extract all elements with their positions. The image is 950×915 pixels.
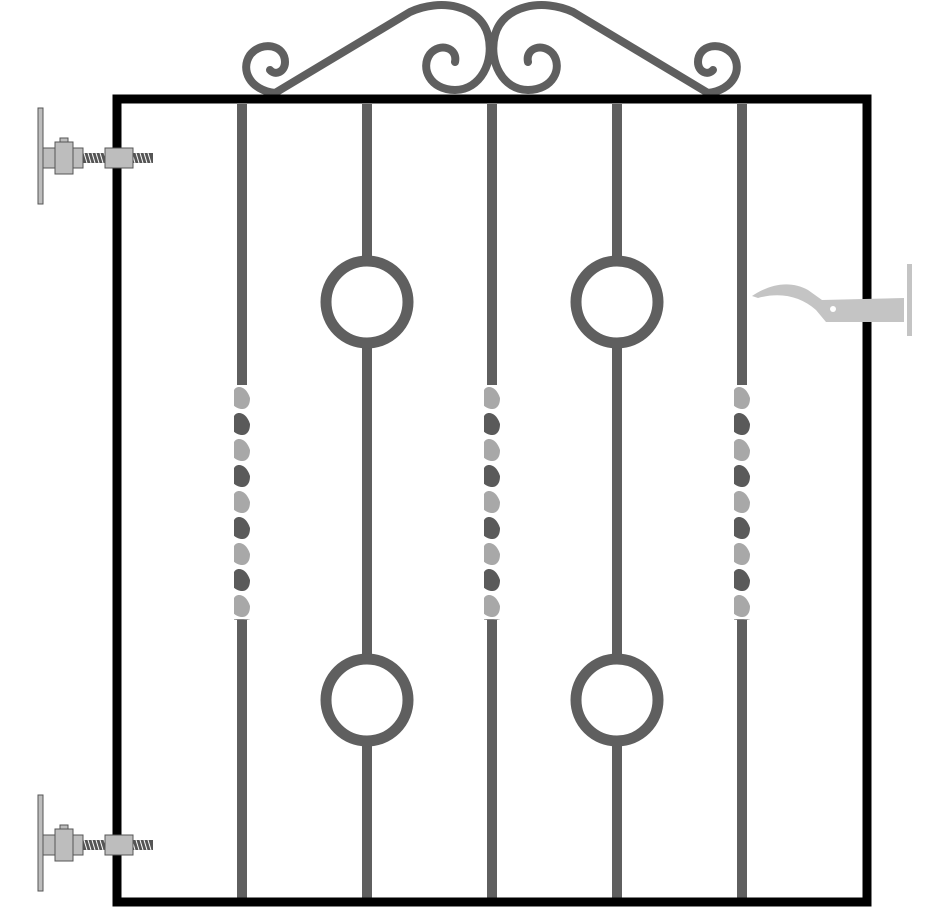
thread-mark xyxy=(147,839,152,851)
bar-shaft-top xyxy=(362,104,372,261)
vertical-bar-3 xyxy=(484,104,500,898)
twist-segment xyxy=(734,594,750,618)
upper-ring xyxy=(570,255,664,349)
top-scroll-ornament xyxy=(242,1,741,97)
twist-section xyxy=(234,385,250,620)
thread-mark xyxy=(143,839,148,851)
twist-segment xyxy=(234,568,250,592)
hinge-pin-cap xyxy=(59,824,69,830)
twist-segment xyxy=(734,464,750,488)
twist-section xyxy=(484,385,500,620)
twist-segment xyxy=(734,619,750,620)
hinge-wall-plate xyxy=(37,107,44,205)
twist-segment xyxy=(234,516,250,540)
twist-segment xyxy=(484,568,500,592)
left-arch xyxy=(271,1,494,97)
twist-segment xyxy=(234,438,250,462)
hinge-pin-cap xyxy=(59,137,69,143)
vertical-bar-1 xyxy=(234,104,250,898)
twist-segment xyxy=(484,438,500,462)
twist-segment xyxy=(734,438,750,462)
twist-segment xyxy=(484,619,500,620)
latch-arm xyxy=(752,284,904,322)
vertical-bar-2 xyxy=(320,104,414,898)
latch-wall-plate xyxy=(907,264,912,336)
twist-segment xyxy=(734,412,750,436)
hinge-knuckle xyxy=(54,828,74,862)
bar-shaft-bottom xyxy=(362,741,372,898)
twist-segment xyxy=(734,490,750,514)
thread-mark xyxy=(99,839,104,851)
latch-rivet xyxy=(830,306,836,312)
twist-segment xyxy=(234,594,250,618)
twist-segment xyxy=(734,516,750,540)
hinge-nut xyxy=(104,834,134,856)
hinges xyxy=(37,107,153,892)
thread-mark xyxy=(91,152,96,164)
thread-mark xyxy=(99,152,104,164)
thread-mark xyxy=(83,152,88,164)
bar-shaft-top xyxy=(612,104,622,261)
thread-mark xyxy=(147,152,152,164)
thread-mark xyxy=(91,839,96,851)
thread-mark xyxy=(87,152,92,164)
bar-shaft-middle xyxy=(612,343,622,659)
twist-segment xyxy=(234,619,250,620)
upper-ring xyxy=(320,255,414,349)
thread-mark xyxy=(143,152,148,164)
thread-mark xyxy=(87,839,92,851)
vertical-bar-4 xyxy=(570,104,664,898)
thread-mark xyxy=(95,839,100,851)
top-hinge xyxy=(37,107,153,205)
thread-mark xyxy=(135,152,140,164)
hinge-nut xyxy=(104,147,134,169)
thread-mark xyxy=(95,152,100,164)
thread-mark xyxy=(135,839,140,851)
lower-ring xyxy=(320,653,414,747)
twist-segment xyxy=(484,490,500,514)
twist-segment xyxy=(234,412,250,436)
gate-frame xyxy=(112,94,872,907)
vertical-bar-5 xyxy=(734,104,750,898)
twist-segment xyxy=(734,568,750,592)
hinge-knuckle xyxy=(54,141,74,175)
twist-segment xyxy=(484,464,500,488)
bar-shaft-bottom xyxy=(612,741,622,898)
twist-section xyxy=(734,385,750,620)
left-outer-scroll xyxy=(242,42,290,97)
twist-segment xyxy=(734,542,750,566)
hinge-wall-plate xyxy=(37,794,44,892)
twist-segment xyxy=(484,594,500,618)
lower-ring xyxy=(570,653,664,747)
right-outer-scroll xyxy=(693,42,741,97)
twist-segment xyxy=(484,542,500,566)
twist-segment xyxy=(234,542,250,566)
bar-shaft-middle xyxy=(362,343,372,659)
twist-segment xyxy=(484,386,500,410)
twist-segment xyxy=(484,412,500,436)
twist-segment xyxy=(234,490,250,514)
twist-segment xyxy=(234,464,250,488)
twist-segment xyxy=(734,386,750,410)
right-arch xyxy=(489,1,712,97)
thread-mark xyxy=(83,839,88,851)
twist-segment xyxy=(484,516,500,540)
thread-mark xyxy=(139,152,144,164)
thread-mark xyxy=(139,839,144,851)
bottom-hinge xyxy=(37,794,153,892)
vertical-bars xyxy=(234,104,750,898)
twist-segment xyxy=(234,386,250,410)
drop-latch xyxy=(752,264,912,336)
